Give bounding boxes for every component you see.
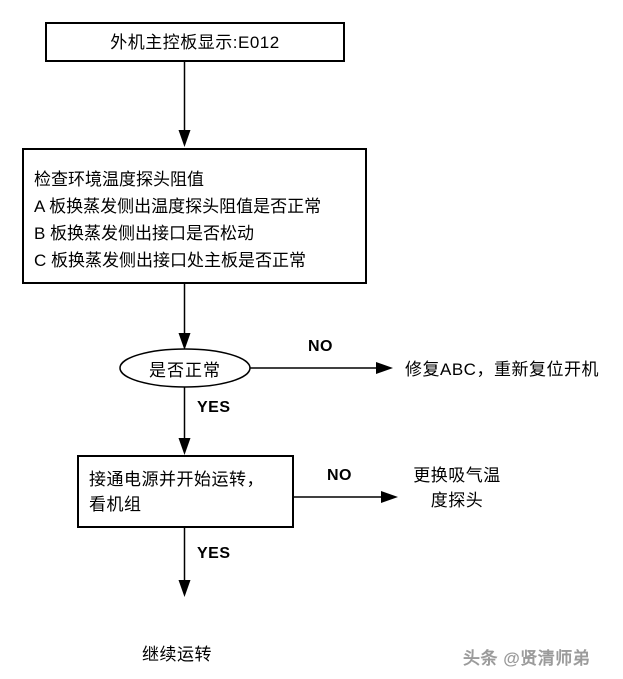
arrow-run-no (294, 491, 398, 503)
replace-result-text: 更换吸气温 度探头 (408, 463, 506, 513)
check-node: 检查环境温度探头阻值 A 板换蒸发侧出温度探头阻值是否正常 B 板换蒸发侧出接口… (22, 148, 367, 284)
check-node-item-b: B 板换蒸发侧出接口是否松动 (34, 224, 255, 243)
replace-result-line1: 更换吸气温 (413, 466, 501, 485)
edge-label-yes-1: YES (197, 399, 231, 416)
arrow-start-to-check (178, 62, 191, 147)
edge-label-no-1: NO (308, 338, 333, 355)
run-node-line1: 接通电源并开始运转， (89, 470, 264, 489)
arrow-run-yes (178, 528, 191, 597)
run-node: 接通电源并开始运转， 看机组 (77, 455, 294, 528)
replace-result-line2: 度探头 (430, 491, 484, 510)
start-node-label: 外机主控板显示:E012 (110, 32, 280, 52)
start-node: 外机主控板显示:E012 (45, 22, 345, 62)
run-node-line2: 看机组 (89, 495, 142, 514)
arrow-decision-yes (178, 387, 191, 455)
arrow-decision-no (250, 362, 393, 374)
end-result-text: 继续运转 (142, 645, 212, 664)
watermark-text: 头条 @贤清师弟 (463, 649, 591, 668)
check-node-item-c: C 板换蒸发侧出接口处主板是否正常 (34, 251, 306, 270)
edge-label-yes-2: YES (197, 545, 231, 562)
arrow-check-to-decision (178, 284, 191, 350)
check-node-title: 检查环境温度探头阻值 (34, 170, 204, 189)
fix-result-text: 修复ABC，重新复位开机 (405, 360, 599, 379)
check-node-item-a: A 板换蒸发侧出温度探头阻值是否正常 (34, 197, 322, 216)
decision-node-label: 是否正常 (149, 360, 221, 380)
edge-label-no-2: NO (327, 467, 352, 484)
